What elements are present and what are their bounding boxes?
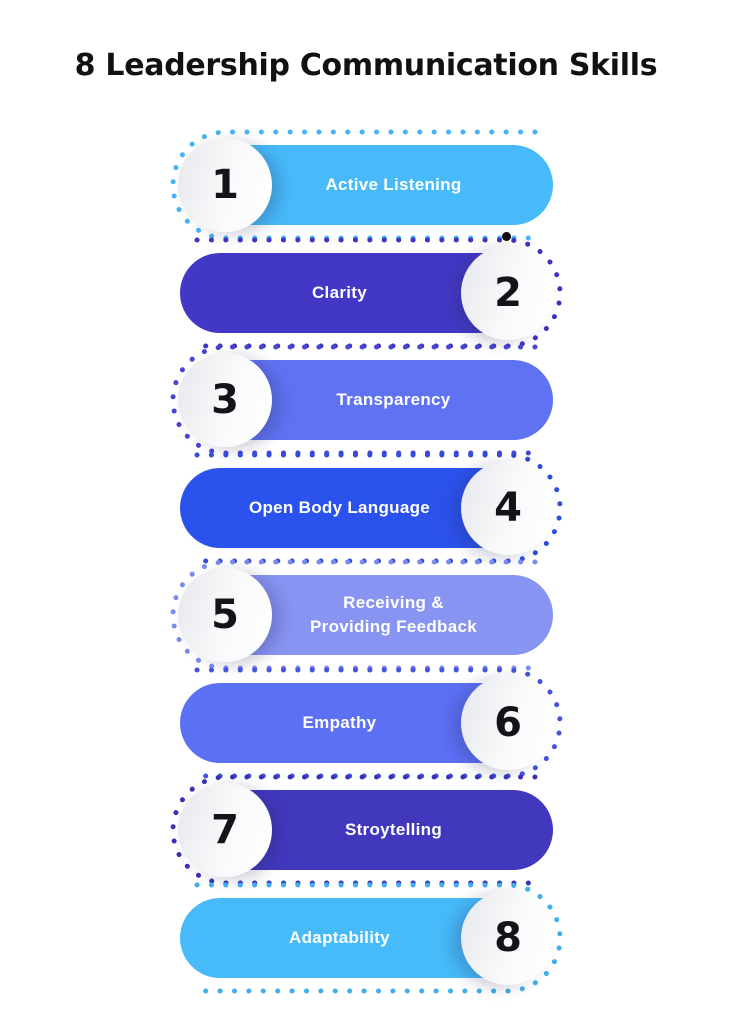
skill-number-circle: 3 (178, 353, 272, 447)
skill-number-circle: 8 (461, 890, 555, 985)
accent-dot (502, 232, 511, 241)
skill-number: 4 (494, 484, 522, 531)
skill-label: Clarity (311, 282, 367, 302)
skill-label: Transparency (336, 390, 451, 410)
dotted-ring (194, 237, 563, 348)
skill-row: Receiving & Providing Feedback 5 (0, 559, 732, 671)
skill-row: Empathy 6 (0, 667, 732, 778)
skill-number-circle: 1 (178, 138, 272, 232)
dotted-ring (170, 344, 538, 456)
skill-row: Stroytelling 7 (0, 774, 732, 886)
skill-row: Open Body Language 4 (0, 452, 732, 563)
dotted-ring (170, 559, 538, 671)
skill-label: Adaptability (289, 927, 390, 947)
skill-row: Adaptability 8 (0, 882, 732, 993)
skill-row: Active Listening 1 (0, 129, 732, 241)
skill-number-circle: 2 (461, 245, 555, 340)
skill-row: Clarity 2 (0, 237, 732, 348)
dotted-ring (170, 774, 538, 886)
skill-label: Active Listening (325, 175, 462, 195)
skill-label: Stroytelling (344, 820, 443, 840)
dotted-ring (194, 452, 563, 563)
skill-label: Receiving & Providing Feedback (310, 593, 477, 636)
skill-label: Empathy (302, 712, 377, 732)
skill-number-circle: 6 (461, 675, 555, 770)
skill-number-circle: 5 (178, 568, 272, 662)
skill-row: Transparency 3 (0, 344, 732, 456)
skill-number: 6 (494, 699, 522, 746)
dotted-ring (194, 882, 563, 993)
page-title: 8 Leadership Communication Skills (74, 48, 658, 83)
skill-number: 5 (211, 592, 239, 638)
dotted-ring (194, 667, 563, 778)
skill-number: 8 (494, 914, 522, 961)
skill-number: 7 (211, 807, 239, 853)
skill-number: 1 (211, 162, 239, 208)
skill-number-circle: 4 (461, 460, 555, 555)
skill-number-circle: 7 (178, 783, 272, 877)
dotted-ring (170, 129, 538, 241)
skill-number: 3 (211, 377, 239, 423)
skill-number: 2 (494, 269, 522, 316)
skill-label: Open Body Language (248, 497, 431, 517)
